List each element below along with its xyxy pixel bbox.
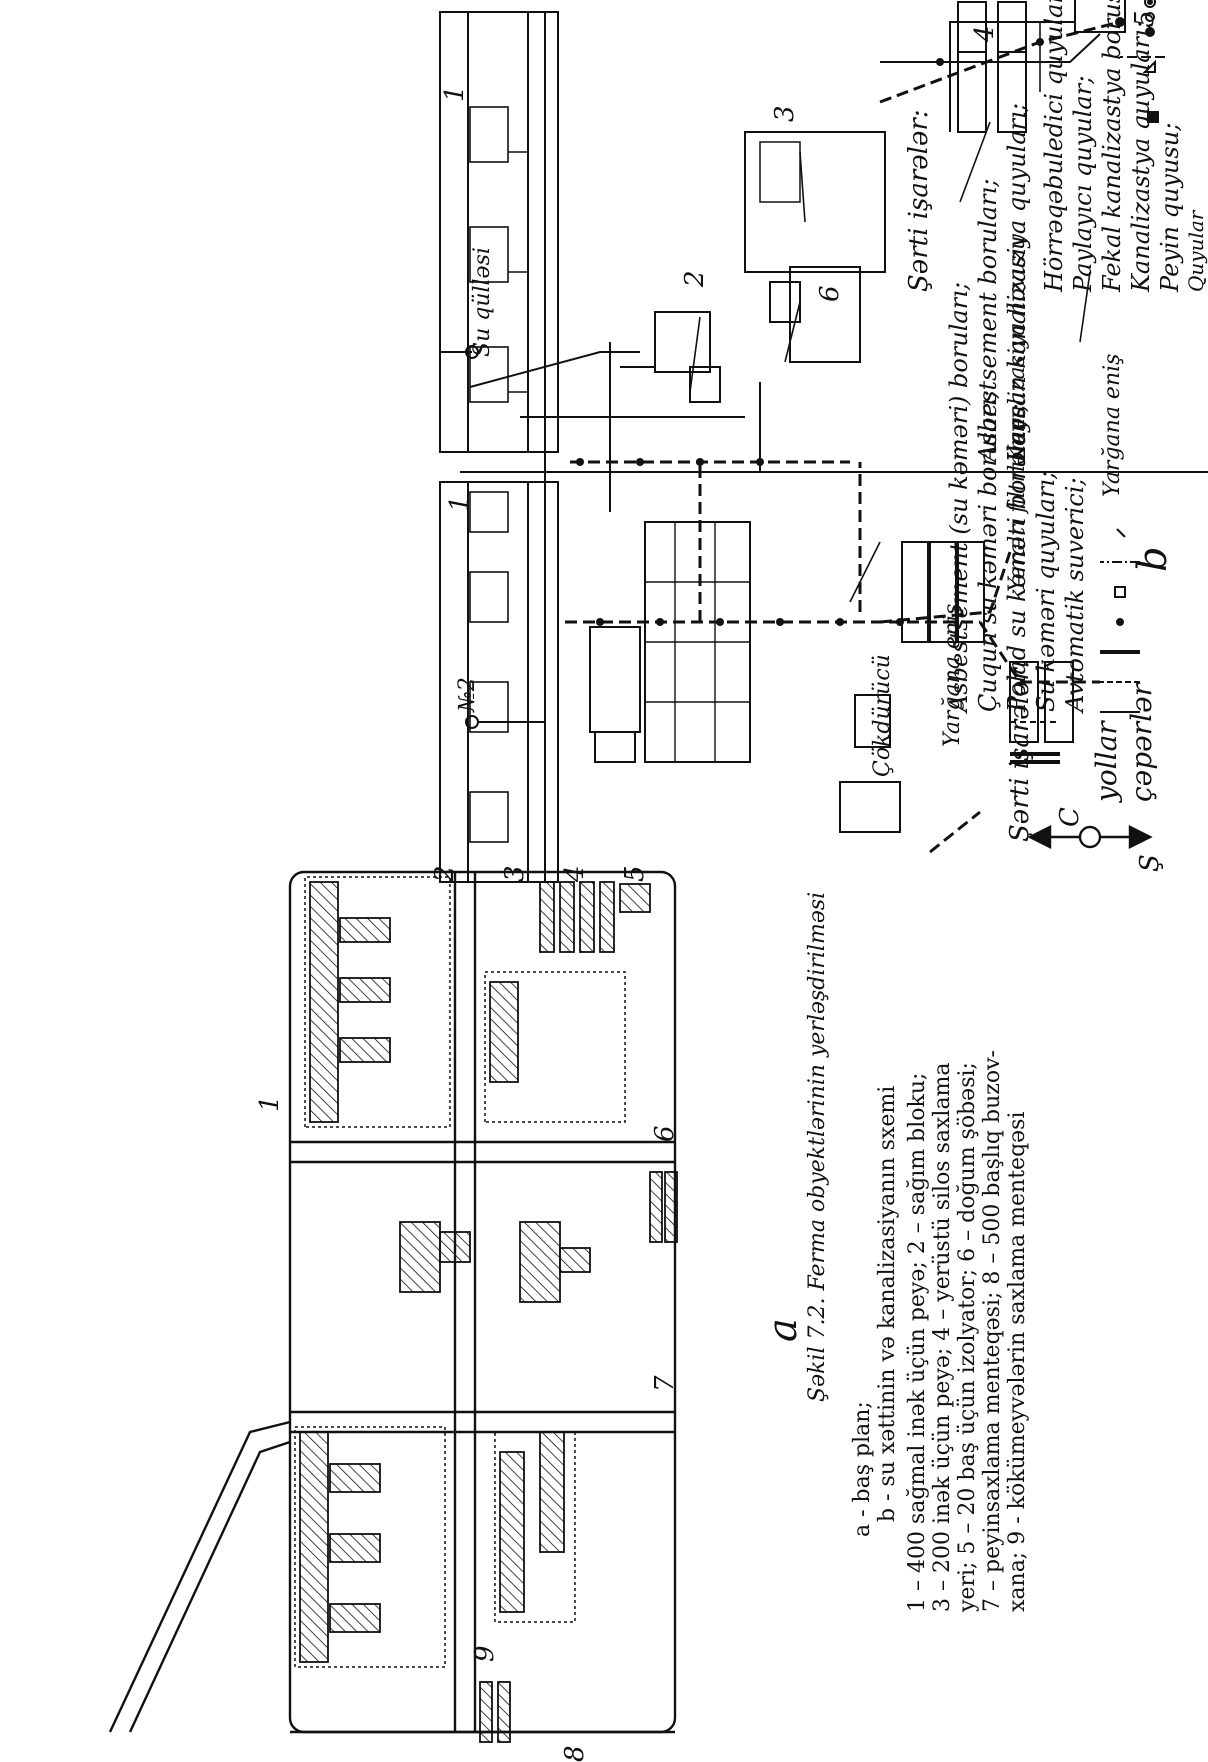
caption-desc-5: xana; 9 - kökümeyvələrin saxlama menteqə… xyxy=(1005,1111,1030,1612)
plan-legend-roads: yollar xyxy=(1090,721,1123,802)
callout-a-1: 1 xyxy=(255,1095,285,1112)
callout-a-8: 8 xyxy=(560,1745,590,1762)
legend-item-sewer-well: Kanalizastya quyuları; xyxy=(1127,21,1155,292)
label-ravine-1: Yarğana eniş xyxy=(940,603,965,747)
callout-a-4: 4 xyxy=(560,865,590,882)
callout-leaders xyxy=(689,22,1091,603)
scheme-b xyxy=(439,0,1208,883)
callout-a-6: 6 xyxy=(650,1125,680,1142)
legend-item-auto-feeder: Avtomatik suverici; xyxy=(1061,477,1089,712)
plan-a-fences xyxy=(294,876,626,1668)
north-arrow xyxy=(1027,825,1153,849)
callout-a-2: 2 xyxy=(430,865,460,882)
callout-b-2: 2 xyxy=(680,270,710,287)
caption-line-a: a - baş plan; xyxy=(850,1401,875,1537)
label-sewer-pool: Kanalizasiya hovuzu xyxy=(1005,235,1030,462)
legend-item-receiving-well: Hörrəqəbuledici quyular; xyxy=(1040,0,1068,292)
plan-legend-fences: çəpərlər xyxy=(1125,682,1158,802)
legend-item-distribution-well: Paylayıcı quyular; xyxy=(1069,75,1097,292)
legend-title: Şərti işarələr: xyxy=(904,109,934,292)
callout-a-3: 3 xyxy=(500,865,530,882)
right-legend-symbols xyxy=(1120,0,1165,123)
label-water-tower: Su qülləsi xyxy=(470,247,495,357)
label-settler: Çökdürücü xyxy=(870,654,895,777)
scheme-building-3 xyxy=(744,131,886,273)
callout-a-5: 5 xyxy=(620,865,650,882)
legend-item-manure-well: Peyin quyusu; xyxy=(1156,122,1184,292)
legend-item-wells: Quyular xyxy=(1184,210,1208,292)
sewer-lines xyxy=(565,20,1121,854)
left-legend-symbols xyxy=(1100,528,1140,713)
legend-item-fecal-pipe: Fekal kanalizastya borusu; xyxy=(1098,0,1126,292)
caption-desc-3: yeri; 5 – 20 baş üçün izolyator; 6 – doğ… xyxy=(955,1062,980,1612)
caption-desc-2: 3 – 200 inək üçün peyə; 4 – yerüstü silo… xyxy=(930,1062,955,1612)
callout-b-5: 5 xyxy=(1130,10,1160,27)
label-ravine-2: Yarğana eniş xyxy=(1100,353,1125,497)
plan-legend-title: Şərti işarələr: xyxy=(1005,659,1035,842)
callout-b-3: 3 xyxy=(770,105,800,122)
callout-b-1-right: 1 xyxy=(440,85,470,102)
callout-b-4: 4 xyxy=(970,25,1000,42)
legend-item-asbestos-pipe: Asbestsement boruları; xyxy=(974,178,1002,462)
plan-a-buildings xyxy=(299,881,678,1743)
north-label-s: Ş xyxy=(1135,854,1165,872)
callout-a-9: 9 xyxy=(470,1645,500,1662)
scheme-barn-1-right xyxy=(439,11,559,453)
caption-desc-4: 7 – peyinsaxlama menteqəsi; 8 – 500 başl… xyxy=(980,1050,1005,1612)
north-label-c: C xyxy=(1055,807,1085,827)
label-panel-b: b xyxy=(1130,546,1176,572)
callout-b-1-left: 1 xyxy=(445,495,475,512)
legend-item-water-well: Su kəməri quyuları; xyxy=(1032,470,1060,712)
caption-title: Şəkil 7.2. Ferma obyektlərinin yerləşdir… xyxy=(805,891,830,1402)
caption-desc-1: 1 – 400 sağmal inək üçün peyə; 2 – sağım… xyxy=(905,1072,930,1612)
caption-line-b: b - su xəttinin və kanalizasiyanın sxemi xyxy=(875,1085,900,1522)
label-panel-a: a xyxy=(760,1318,806,1342)
well-markers xyxy=(576,17,1125,626)
plan-legend-symbols xyxy=(1010,721,1060,764)
callout-b-6: 6 xyxy=(815,285,845,302)
callout-a-7: 7 xyxy=(650,1375,680,1392)
label-well-2: №2 xyxy=(455,677,480,712)
